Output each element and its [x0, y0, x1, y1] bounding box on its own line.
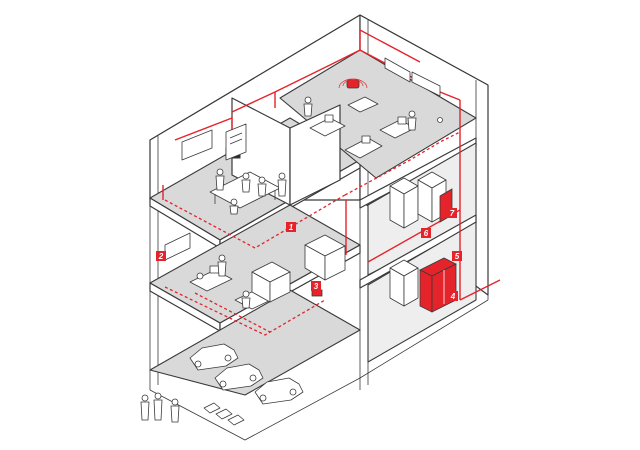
marker-2[interactable]: 2 — [156, 251, 166, 261]
marker-7[interactable]: 7 — [447, 208, 457, 218]
person-icon — [257, 176, 267, 197]
person-icon — [170, 398, 180, 423]
car-icon — [214, 363, 264, 391]
whiteboard-top-left — [181, 129, 213, 161]
cabinet-top — [225, 123, 247, 161]
people-meeting — [215, 168, 287, 215]
svg-text:6: 6 — [424, 229, 429, 238]
people-office — [303, 96, 443, 131]
svg-text:2: 2 — [158, 252, 164, 261]
floor-top-right — [279, 49, 477, 179]
chair-icon — [203, 402, 245, 426]
marker-5[interactable]: 5 — [452, 251, 462, 261]
wifi-router-icon — [338, 78, 368, 89]
svg-text:1: 1 — [289, 223, 294, 232]
people-outside — [140, 392, 180, 423]
car-icon — [189, 343, 239, 371]
person-icon — [153, 392, 163, 421]
person-icon — [277, 172, 287, 197]
car-icon — [254, 377, 304, 405]
person-icon — [303, 96, 313, 117]
person-icon — [196, 272, 204, 280]
person-icon — [241, 172, 251, 193]
marker-4[interactable]: 4 — [448, 291, 458, 301]
whiteboard-middle — [164, 232, 191, 261]
svg-text:4: 4 — [450, 292, 456, 301]
person-icon — [437, 117, 443, 123]
whiteboard-top-right — [384, 57, 441, 97]
person-icon — [229, 198, 239, 215]
marker-1[interactable]: 1 — [286, 222, 296, 232]
storage-boxes-middle — [251, 234, 346, 303]
marker-6[interactable]: 6 — [421, 228, 431, 238]
desk-icon — [309, 96, 416, 159]
svg-text:3: 3 — [314, 282, 319, 291]
marker-3[interactable]: 3 — [311, 281, 321, 291]
svg-text:7: 7 — [450, 209, 455, 218]
people-middle — [196, 254, 251, 309]
person-icon — [217, 254, 227, 277]
person-icon — [241, 290, 251, 309]
person-icon — [140, 394, 150, 421]
svg-text:5: 5 — [455, 252, 460, 261]
person-icon — [407, 110, 417, 131]
server-rack-icon — [389, 171, 457, 313]
person-icon — [215, 168, 225, 191]
